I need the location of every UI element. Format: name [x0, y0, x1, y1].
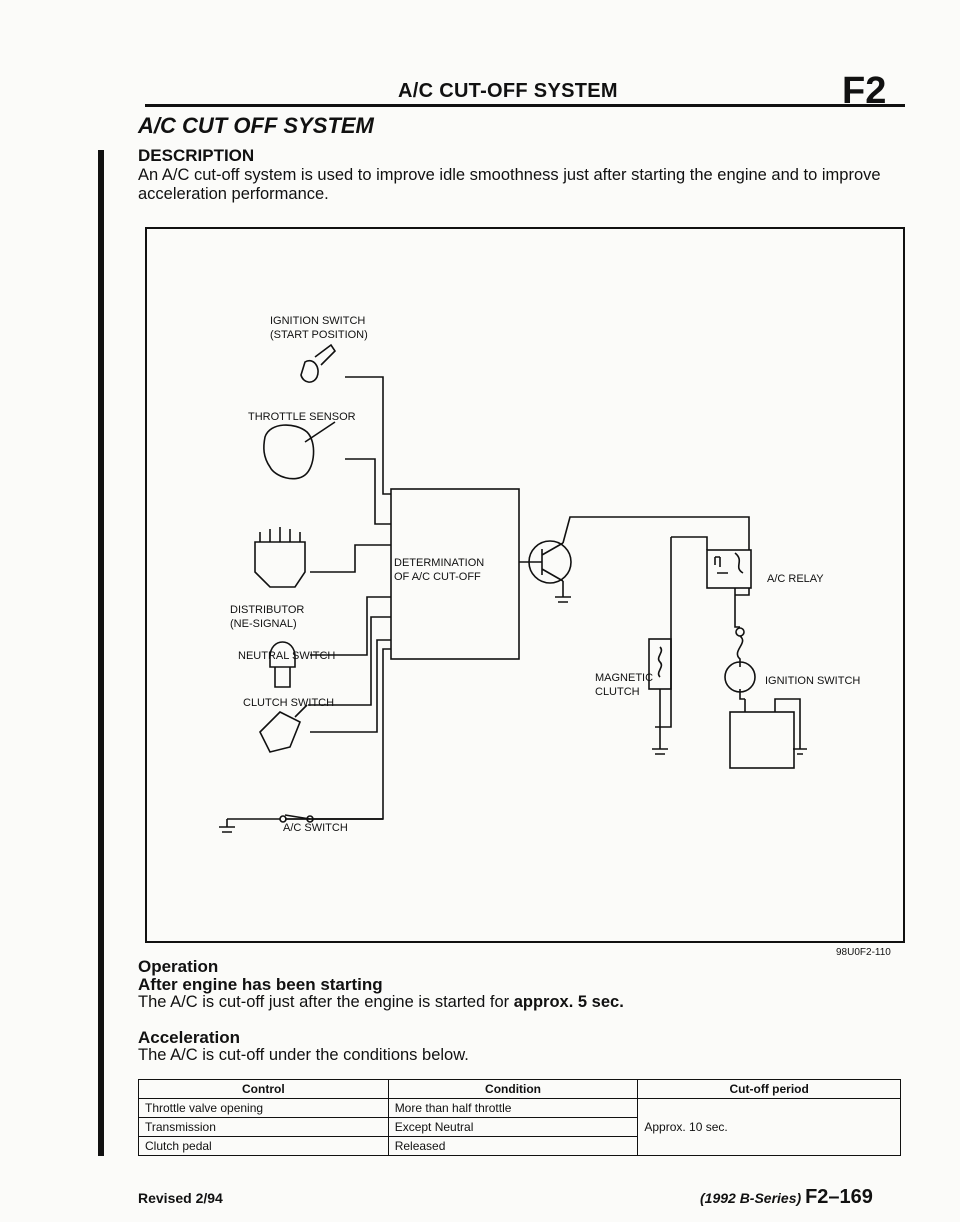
label-throttle-sensor: THROTTLE SENSOR [248, 411, 356, 423]
table-header: Control [138, 1079, 389, 1099]
description-heading: DESCRIPTION [138, 146, 255, 165]
section-title: A/C CUT OFF SYSTEM [138, 113, 374, 138]
table-cell: Throttle valve opening [138, 1098, 389, 1118]
operation-text: The A/C is cut-off just after the engine… [138, 993, 624, 1012]
diagram-frame [145, 227, 905, 943]
table-row: Throttle valve opening More than half th… [138, 1098, 901, 1156]
figure-id: 98U0F2-110 [836, 947, 891, 958]
margin-change-bar [98, 150, 104, 1156]
label-ignition-start-2: (START POSITION) [270, 329, 368, 341]
operation-text-duration: approx. 5 sec. [513, 993, 624, 1011]
label-determination-1: DETERMINATION [394, 557, 484, 569]
label-ac-switch: A/C SWITCH [283, 822, 348, 834]
relay-box [706, 549, 752, 589]
table-cell: More than half throttle [387, 1098, 639, 1118]
label-ignition-start-1: IGNITION SWITCH [270, 315, 365, 327]
operation-heading: Operation [138, 957, 219, 976]
table-cell-period: Approx. 10 sec. [637, 1098, 901, 1156]
battery [729, 711, 795, 769]
series-label: (1992 B-Series) [700, 1190, 802, 1206]
header-title: A/C CUT-OFF SYSTEM [398, 80, 618, 102]
operation-subheading: After engine has been starting [138, 975, 383, 994]
wiring-diagram: IGNITION SWITCH (START POSITION) THROTTL… [145, 227, 905, 943]
label-clutch-switch: CLUTCH SWITCH [243, 697, 334, 709]
label-distributor-1: DISTRIBUTOR [230, 604, 304, 616]
label-magnetic-clutch-2: CLUTCH [595, 686, 640, 698]
label-ignition-switch: IGNITION SWITCH [765, 675, 860, 687]
table-cell: Released [387, 1136, 639, 1156]
table-header: Condition [387, 1079, 639, 1099]
table-cell: Except Neutral [387, 1117, 639, 1137]
table-cell: Clutch pedal [138, 1136, 389, 1156]
table-row: Clutch pedal Released [138, 1136, 901, 1156]
cutoff-conditions-table: Control Condition Cut-off period Throttl… [138, 1079, 901, 1156]
label-magnetic-clutch-1: MAGNETIC [595, 672, 653, 684]
table-cell: Transmission [138, 1117, 389, 1137]
label-ac-relay: A/C RELAY [767, 573, 824, 585]
table-header: Cut-off period [637, 1079, 901, 1099]
label-distributor-2: (NE-SIGNAL) [230, 618, 297, 630]
header-rule [145, 104, 905, 107]
operation-text-main: The A/C is cut-off just after the engine… [138, 993, 514, 1011]
acceleration-heading: Acceleration [138, 1028, 241, 1047]
label-neutral-switch: NEUTRAL SWITCH [238, 650, 335, 662]
page-footer: (1992 B-Series) F2–169 [700, 1186, 873, 1209]
table-header-row: Control Condition Cut-off period [138, 1079, 901, 1099]
label-determination-2: OF A/C CUT-OFF [394, 571, 481, 583]
revision-note: Revised 2/94 [138, 1190, 223, 1206]
description-text: An A/C cut-off system is used to improve… [138, 166, 881, 203]
determination-box [390, 488, 520, 660]
page-number: F2–169 [805, 1186, 873, 1208]
acceleration-text: The A/C is cut-off under the conditions … [138, 1046, 469, 1064]
